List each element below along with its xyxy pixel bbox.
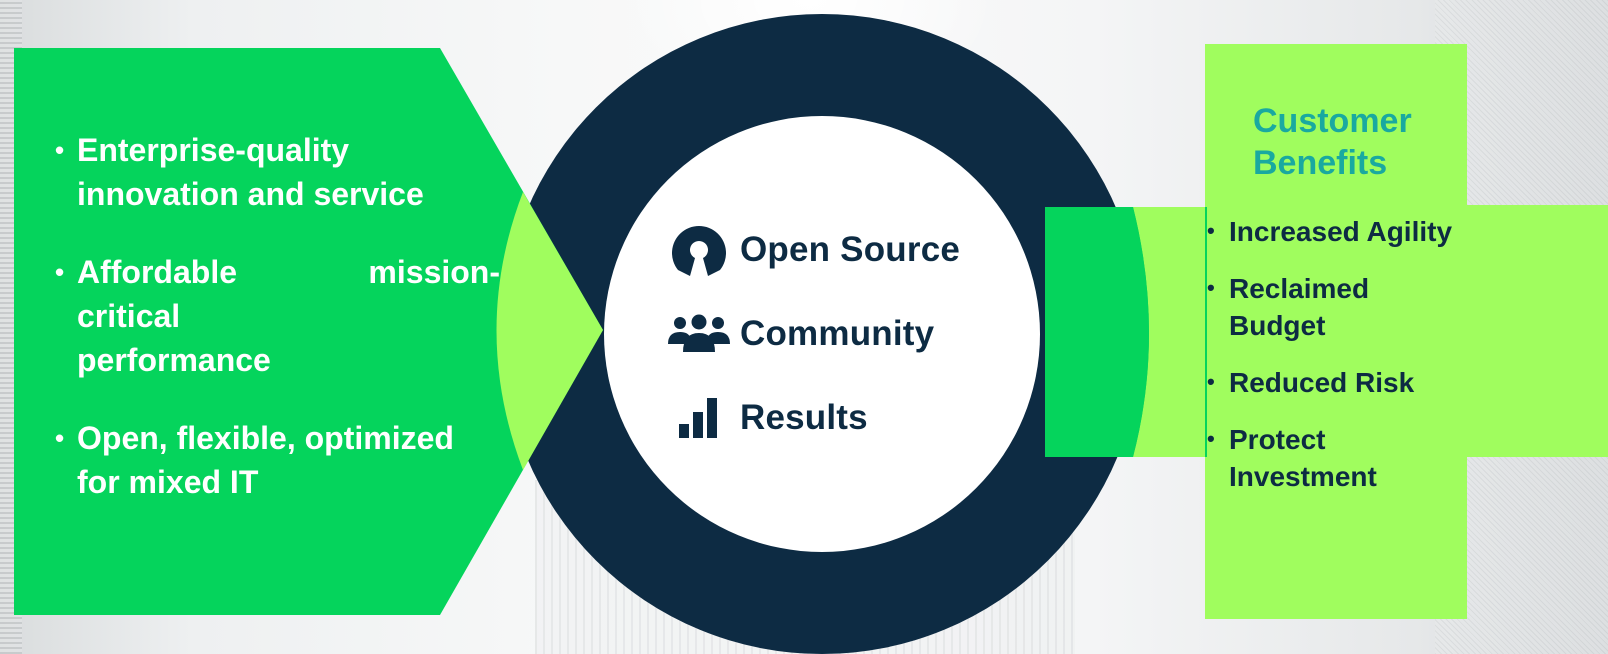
pillar-label: Community xyxy=(740,314,935,353)
pillar-label: Open Source xyxy=(740,230,961,269)
list-item: • Protect Investment xyxy=(1205,421,1409,495)
bullet-icon: • xyxy=(1207,218,1215,243)
list-item: • Increased Agility xyxy=(1205,213,1495,250)
open-source-icon xyxy=(668,220,730,280)
list-item-text-right: mission- xyxy=(368,254,500,290)
pillar-open-source: Open Source xyxy=(668,208,998,292)
pillar-community: Community xyxy=(668,292,998,376)
list-item-text: Reclaimed Budget xyxy=(1229,273,1370,341)
pillar-results: Results xyxy=(668,376,998,460)
list-item-text: Increased Agility xyxy=(1229,216,1453,247)
center-pillars: Open Source Community Results xyxy=(668,208,998,460)
list-item-text: Reduced Risk xyxy=(1229,367,1415,398)
bullet-icon: • xyxy=(55,135,65,165)
list-item: • Open, flexible, optimized for mixed IT xyxy=(55,416,500,504)
list-item: • Enterprise-quality innovation and serv… xyxy=(55,128,500,216)
bullet-icon: • xyxy=(1207,275,1215,300)
left-lens-shape xyxy=(496,192,603,470)
pillar-label: Results xyxy=(740,398,868,437)
bar-chart-icon xyxy=(668,388,730,448)
customer-benefits-title: Customer Benefits xyxy=(1253,102,1412,182)
list-item-text: Enterprise-quality innovation and servic… xyxy=(77,132,424,212)
left-chevron-shape xyxy=(14,48,603,615)
right-lens-shape xyxy=(1133,207,1205,457)
list-item-text-left: Affordable xyxy=(77,254,237,290)
list-item-text: Protect Investment xyxy=(1229,424,1377,492)
list-item-text-rest: critical performance xyxy=(77,298,271,378)
bullet-icon: • xyxy=(1207,426,1215,451)
list-item: • Reduced Risk xyxy=(1205,364,1495,401)
list-item-text: Open, flexible, optimized for mixed IT xyxy=(77,420,454,500)
benefits-list: • Increased Agility • Reclaimed Budget •… xyxy=(1205,213,1495,495)
center-white-circle xyxy=(604,116,1040,552)
right-lens-green xyxy=(1045,207,1149,457)
left-value-list: • Enterprise-quality innovation and serv… xyxy=(55,128,500,538)
bullet-icon: • xyxy=(55,257,65,287)
list-item-first-line: Affordable mission- xyxy=(77,250,500,294)
community-icon xyxy=(668,304,730,364)
bullet-icon: • xyxy=(55,423,65,453)
benefits-cross-shape xyxy=(1205,44,1608,619)
list-item: • Reclaimed Budget xyxy=(1205,270,1409,344)
list-item: • Affordable mission- critical performan… xyxy=(55,250,500,382)
bullet-icon: • xyxy=(1207,369,1215,394)
